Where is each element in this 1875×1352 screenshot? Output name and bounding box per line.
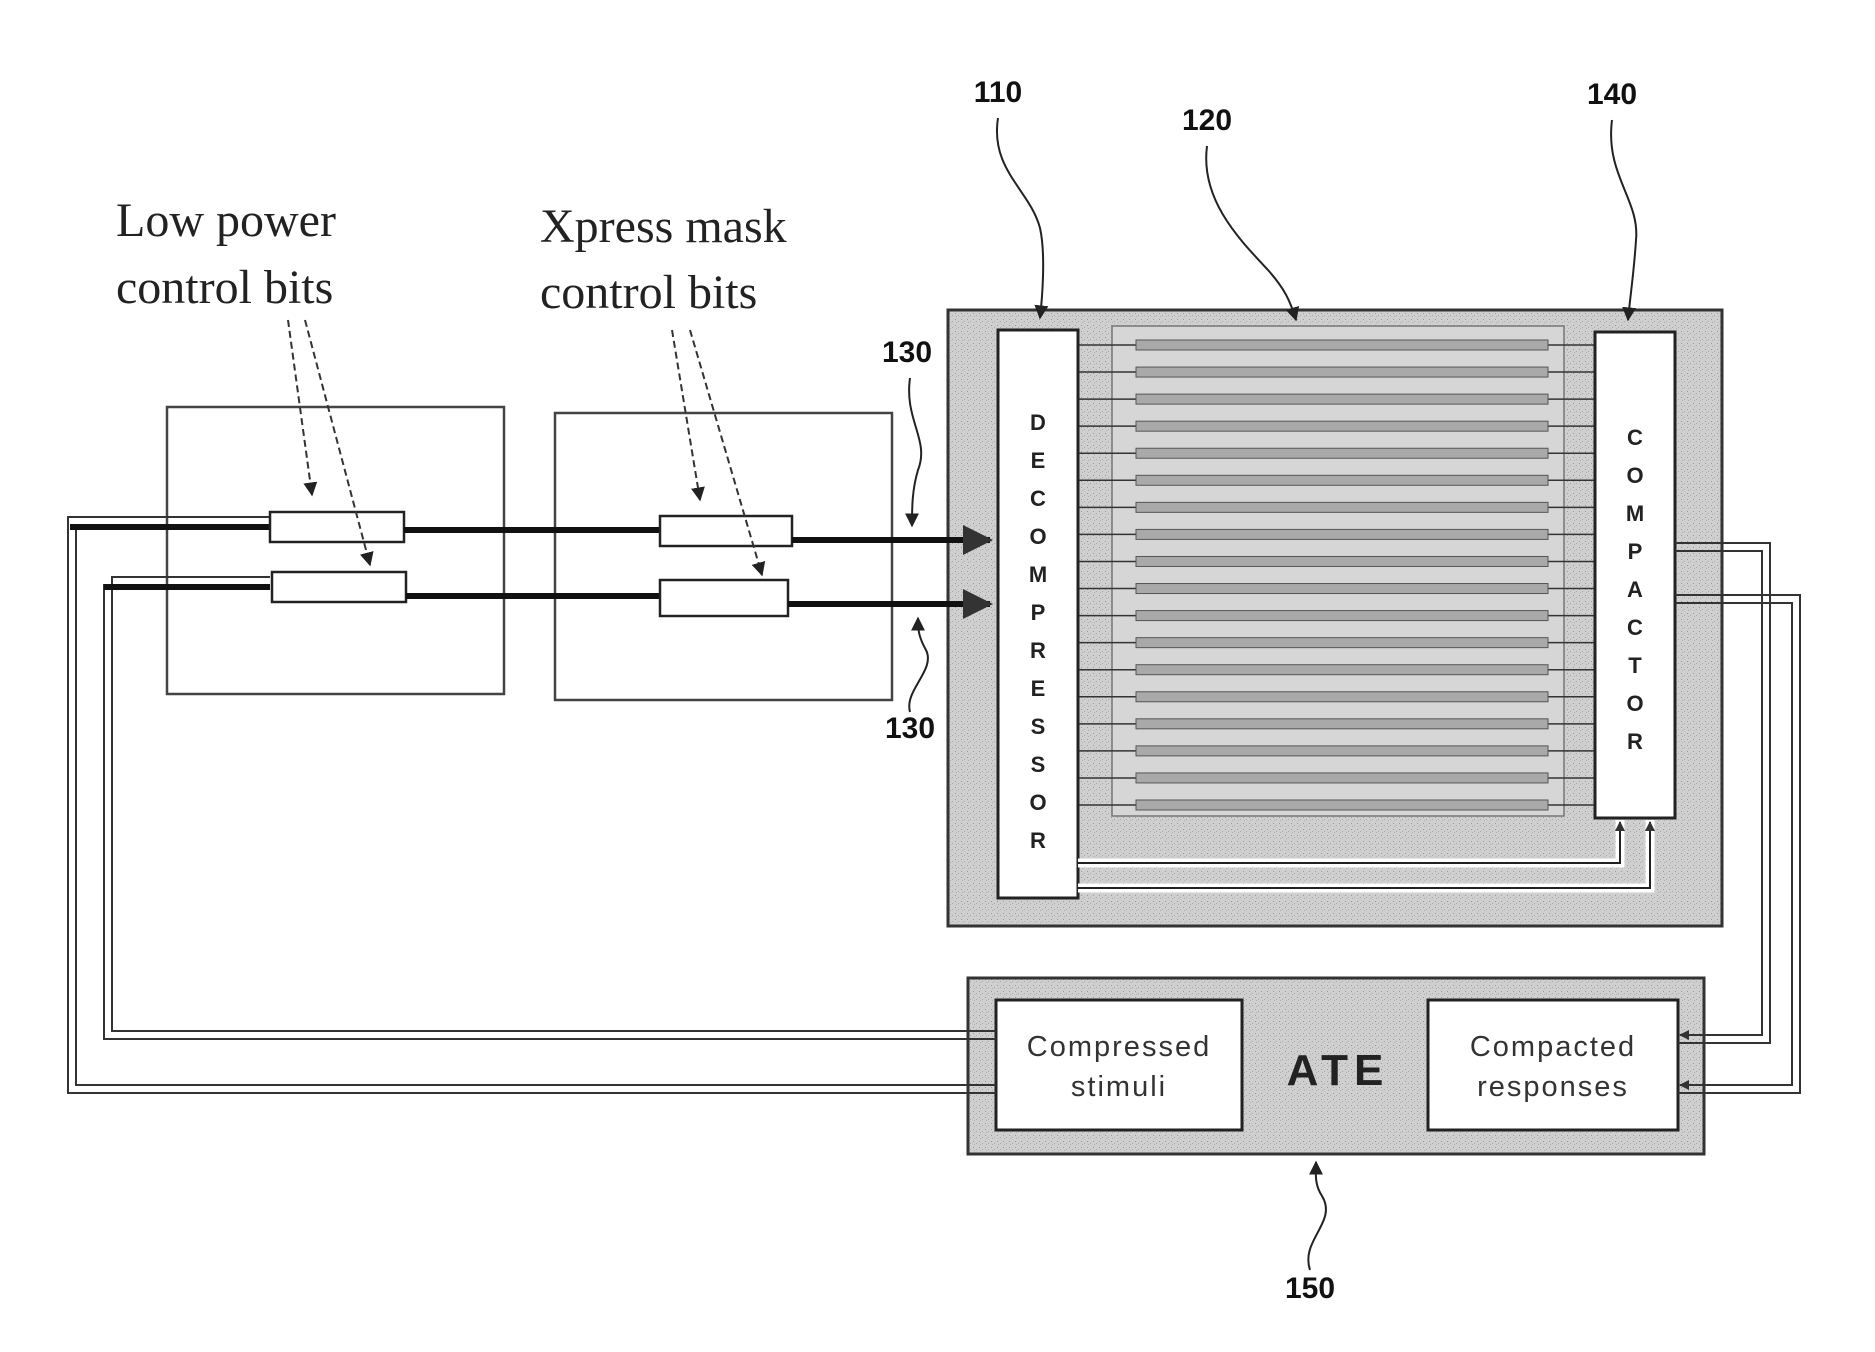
scan-chain — [1136, 800, 1548, 810]
compressed-stimuli-box — [996, 1000, 1242, 1130]
xpress-note-line1: Xpress mask — [540, 200, 787, 253]
ref-110: 110 — [974, 76, 1022, 109]
scan-chain — [1136, 475, 1548, 485]
scan-chain — [1136, 719, 1548, 729]
low-power-note-line2: control bits — [116, 261, 333, 314]
xpress-mask-box — [555, 413, 892, 700]
scan-chain — [1136, 611, 1548, 621]
scan-chain — [1136, 692, 1548, 702]
compressed-line2: stimuli — [1071, 1071, 1167, 1103]
compacted-line2: responses — [1477, 1071, 1629, 1103]
scan-chain — [1136, 584, 1548, 594]
compacted-responses-box — [1428, 1000, 1678, 1130]
ate-label: ATE — [1287, 1046, 1390, 1095]
scan-chain — [1136, 773, 1548, 783]
compactor-label: COMPACTOR — [1626, 425, 1644, 754]
ref-120: 120 — [1182, 104, 1232, 137]
compacted-line1: Compacted — [1470, 1031, 1636, 1063]
scan-chain — [1136, 529, 1548, 539]
scan-chain — [1136, 746, 1548, 756]
low-power-cell-bottom — [272, 572, 406, 602]
xpress-cell-top — [660, 516, 792, 546]
scan-chain — [1136, 665, 1548, 675]
ref-150: 150 — [1285, 1272, 1335, 1305]
ref-130-bottom: 130 — [885, 712, 935, 745]
ref-130-top: 130 — [882, 336, 932, 369]
scan-chain — [1136, 367, 1548, 377]
ref-140: 140 — [1587, 78, 1637, 111]
xpress-cell-bottom — [660, 580, 788, 616]
scan-chain — [1136, 394, 1548, 404]
low-power-box — [167, 407, 504, 694]
low-power-note-line1: Low power — [116, 194, 336, 247]
scan-chain — [1136, 448, 1548, 458]
scan-chain — [1136, 556, 1548, 566]
scan-chain — [1136, 421, 1548, 431]
scan-chain — [1136, 340, 1548, 350]
compressed-line1: Compressed — [1027, 1031, 1211, 1063]
scan-chain — [1136, 502, 1548, 512]
low-power-cell-top — [270, 512, 404, 542]
xpress-note-line2: control bits — [540, 266, 757, 319]
scan-chain — [1136, 638, 1548, 648]
